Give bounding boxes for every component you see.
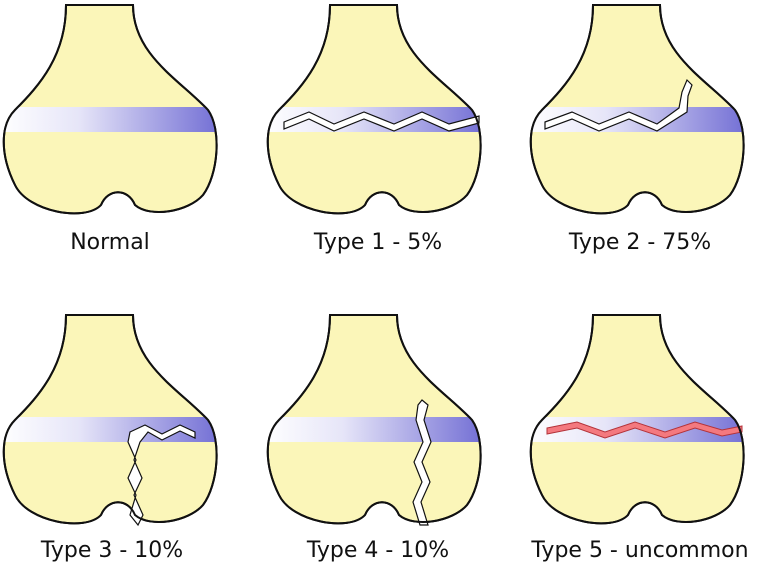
growth-plate [267, 417, 481, 442]
caption-type-3: Type 3 - 10% [40, 538, 184, 563]
panel-type-2 [529, 4, 745, 215]
caption-type-5: Type 5 - uncommon [531, 538, 749, 563]
panel-normal [2, 4, 218, 215]
caption-type-4: Type 4 - 10% [306, 538, 450, 563]
panel-type-4 [266, 314, 482, 526]
caption-type-2: Type 2 - 75% [568, 230, 712, 255]
growth-plate [3, 417, 217, 442]
fracture-line [412, 399, 432, 526]
fracture-line [544, 78, 693, 132]
caption-type-1: Type 1 - 5% [313, 230, 443, 255]
panel-type-5 [529, 314, 745, 525]
growth-plate [3, 107, 217, 132]
panel-type-3 [2, 314, 218, 527]
crush-line [546, 421, 743, 439]
panel-type-1 [266, 4, 482, 215]
caption-normal: Normal [70, 230, 150, 255]
